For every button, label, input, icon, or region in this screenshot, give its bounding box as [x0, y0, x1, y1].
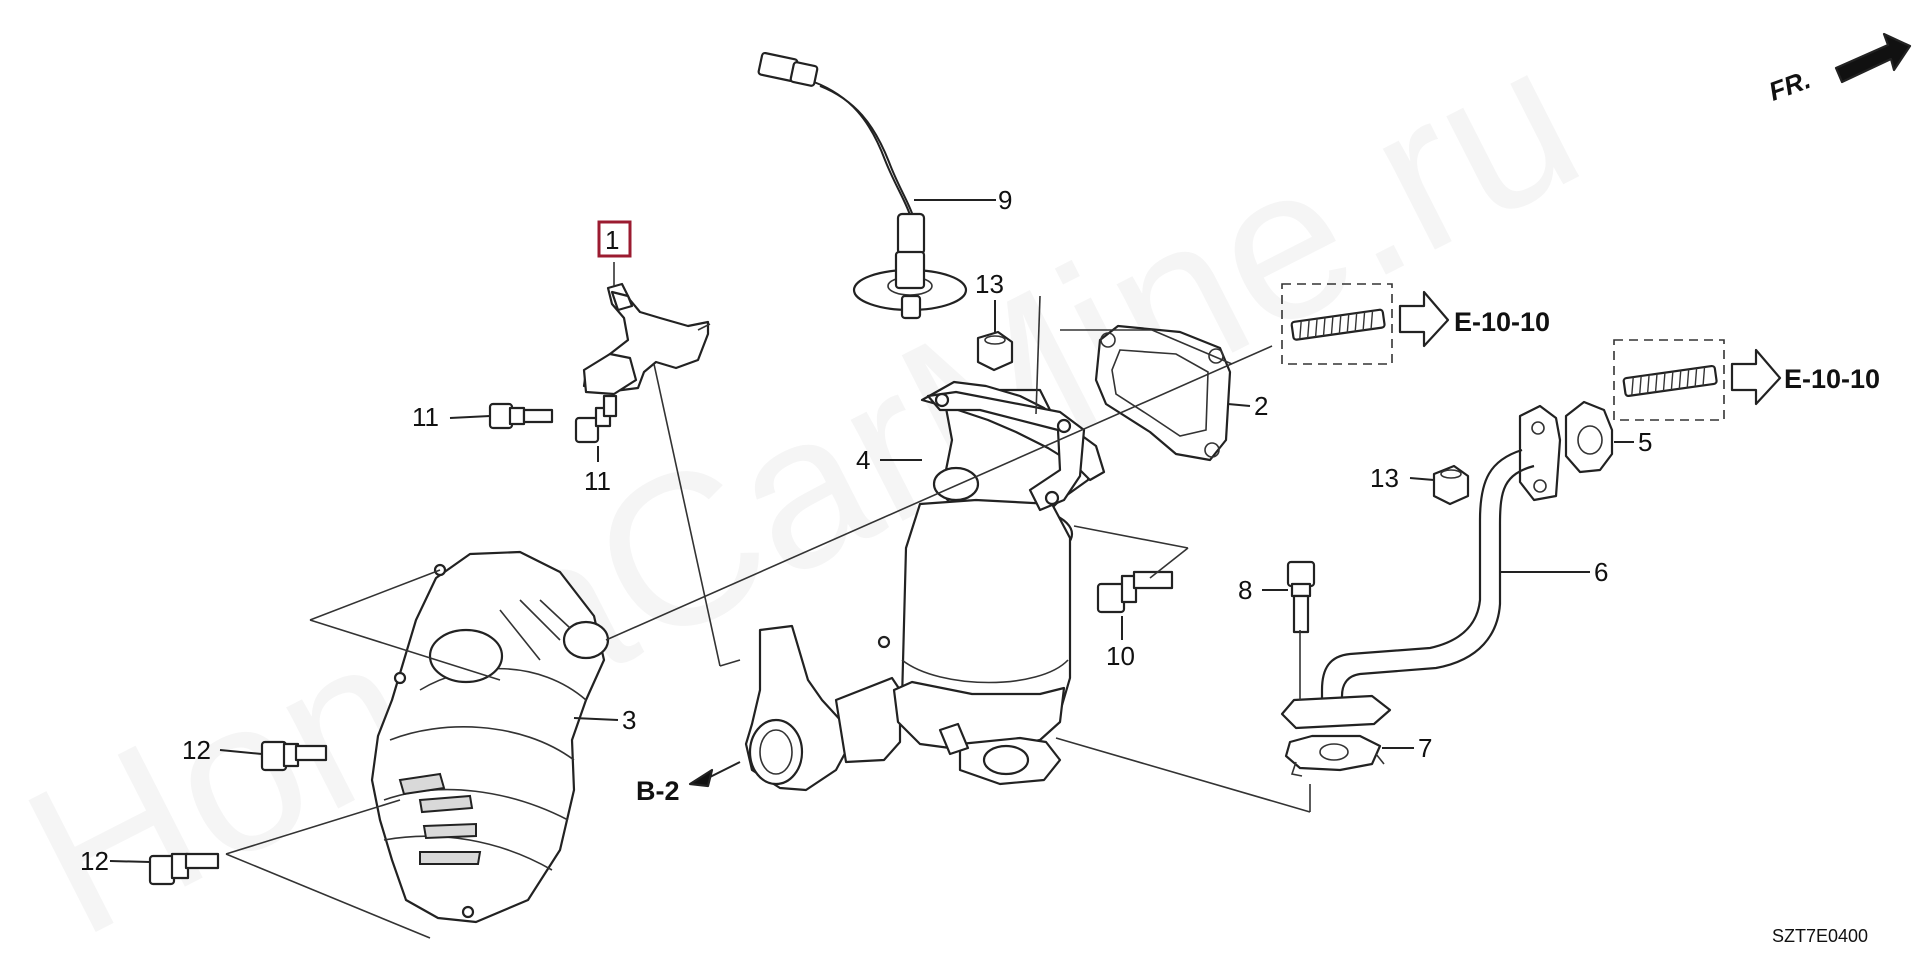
callout-4[interactable]: 4: [856, 445, 870, 475]
callout-2[interactable]: 2: [1254, 391, 1268, 421]
part-6-pipe[interactable]: [1280, 404, 1562, 730]
callout-10[interactable]: 10: [1106, 641, 1135, 671]
callout-12b[interactable]: 12: [80, 846, 109, 876]
callout-5[interactable]: 5: [1638, 427, 1652, 457]
reference-link-e-10-10-a[interactable]: E-10-10: [1454, 307, 1550, 337]
reference-link-e-10-10-b[interactable]: E-10-10: [1784, 364, 1880, 394]
callout-7[interactable]: 7: [1418, 733, 1432, 763]
diagram-code: SZT7E0400: [1772, 926, 1868, 946]
callout-8[interactable]: 8: [1238, 575, 1252, 605]
reference-arrow-icon-2: [1730, 348, 1782, 406]
callout-12a[interactable]: 12: [182, 735, 211, 765]
highlight-box-part-1: [597, 220, 632, 258]
front-direction-indicator: FR.: [1765, 32, 1912, 107]
part-9-oxygen-sensor[interactable]: [757, 51, 968, 320]
part-5-gasket[interactable]: [1564, 400, 1614, 474]
exhaust-outlet-flange[interactable]: [744, 624, 902, 792]
part-12-bolt-a[interactable]: [260, 740, 328, 772]
callout-11a[interactable]: 11: [412, 402, 439, 432]
front-indicator-label: FR.: [1765, 64, 1815, 107]
part-11-bolt-a[interactable]: [488, 402, 554, 430]
callout-13b[interactable]: 13: [1370, 463, 1399, 493]
callout-9[interactable]: 9: [998, 185, 1012, 215]
callout-3[interactable]: 3: [622, 705, 636, 735]
callout-6[interactable]: 6: [1594, 557, 1608, 587]
reference-link-b-2[interactable]: B-2: [636, 776, 680, 806]
part-13-nut-a[interactable]: [976, 330, 1014, 372]
part-4-flange[interactable]: [926, 390, 1086, 512]
reference-arrow-icon-1: [1398, 290, 1450, 348]
stud-detail-box-2: [1613, 339, 1725, 421]
callout-13a[interactable]: 13: [975, 269, 1004, 299]
part-12-bolt-b[interactable]: [148, 852, 220, 886]
leader-3: [573, 717, 619, 721]
front-arrow-icon: [1834, 32, 1912, 84]
part-11-bolt-b[interactable]: [574, 394, 618, 444]
part-7-gasket[interactable]: [1284, 734, 1385, 777]
leader-2: [1227, 403, 1251, 407]
callout-1[interactable]: 1: [605, 225, 619, 255]
part-2-gasket[interactable]: [1094, 324, 1232, 462]
part-10-bolt[interactable]: [1096, 570, 1174, 614]
callout-11b[interactable]: 11: [584, 466, 611, 496]
part-13-nut-b[interactable]: [1432, 464, 1470, 506]
part-1-bracket[interactable]: [582, 282, 710, 396]
part-3-heat-shield[interactable]: [370, 550, 610, 924]
part-8-bolt[interactable]: [1286, 560, 1316, 634]
stud-detail-box-1: [1281, 283, 1393, 365]
assembly-leader-lines: [225, 295, 1311, 939]
